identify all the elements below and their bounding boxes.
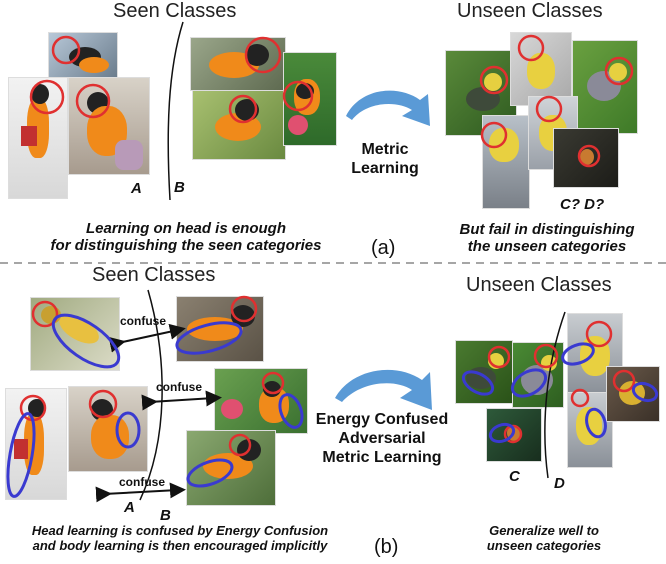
boundary-a	[167, 21, 184, 201]
metric-arrow-a	[346, 90, 430, 126]
head-circle	[612, 369, 636, 393]
head-circle	[88, 389, 118, 419]
body-ellipse	[115, 411, 141, 449]
body-ellipse	[585, 407, 607, 439]
head-circle	[533, 343, 559, 369]
sub-label-b: (b)	[374, 536, 399, 558]
metric-arrow-b	[335, 369, 432, 410]
label-b: B	[174, 179, 185, 196]
photo-seen-b4	[68, 386, 148, 472]
body-ellipse	[6, 412, 36, 498]
head-circle	[261, 371, 285, 395]
head-circle	[487, 345, 511, 369]
photo-seen-b3	[5, 388, 67, 500]
body-ellipse	[631, 381, 659, 403]
ecaml-label: Energy Confused Adversarial Metric Learn…	[315, 411, 449, 466]
head-circle	[535, 95, 563, 123]
confuse-arrow-3	[95, 482, 186, 503]
photo-oriole-a2	[8, 77, 68, 199]
label-c: C	[509, 468, 520, 485]
head-circle	[29, 79, 65, 115]
head-circle	[479, 65, 509, 95]
confuse-arrow-2	[141, 390, 222, 411]
photo-unseen-a3	[572, 40, 638, 134]
label-a: A	[131, 180, 142, 197]
head-circle	[75, 83, 111, 119]
label-d: D	[554, 475, 565, 492]
photo-oriole-b3	[283, 52, 337, 146]
head-circle	[244, 36, 282, 74]
confuse-label-2: confuse	[156, 380, 203, 394]
confuse-arrow-1	[108, 323, 186, 353]
body-ellipse	[51, 313, 121, 369]
photo-oriole-b1	[190, 37, 286, 91]
boundary-unseen-b	[544, 311, 566, 479]
body-ellipse	[510, 368, 548, 398]
photo-seen-b2	[176, 296, 264, 362]
body-ellipse	[186, 458, 234, 488]
caption-a-right: But fail in distinguishing the unseen ca…	[459, 221, 635, 255]
body-ellipse	[488, 422, 516, 444]
caption-b-right: Generalize well to unseen categories	[486, 523, 602, 553]
head-circle	[570, 388, 590, 408]
metric-learning-label: Metric Learning	[351, 141, 419, 177]
head-circle	[604, 56, 634, 86]
head-circle	[480, 121, 508, 149]
sub-label-a: (a)	[371, 237, 396, 259]
head-circle	[585, 320, 613, 348]
caption-b-left: Head learning is confused by Energy Conf…	[31, 523, 329, 553]
panel-b-unseen-title: Unseen Classes	[466, 274, 612, 296]
head-circle	[577, 144, 601, 168]
panel-a-unseen-title: Unseen Classes	[457, 0, 603, 22]
photo-oriole-a1	[48, 32, 118, 80]
head-circle	[31, 300, 59, 328]
panel-b-seen-title: Seen Classes	[92, 264, 216, 286]
photo-unseen-a6	[553, 128, 619, 188]
label-b-b: B	[160, 507, 171, 524]
body-ellipse	[561, 342, 595, 366]
panel-a-seen-title: Seen Classes	[113, 0, 237, 22]
label-cd: C? D?	[560, 196, 605, 213]
body-ellipse	[278, 393, 304, 429]
label-b-a: A	[124, 499, 135, 516]
photo-oriole-a3	[68, 77, 150, 175]
head-circle	[228, 433, 252, 457]
head-circle	[282, 80, 314, 112]
body-ellipse	[461, 370, 495, 396]
head-circle	[51, 35, 81, 65]
body-ellipse	[175, 321, 243, 355]
head-circle	[517, 34, 545, 62]
caption-a-left: Learning on head is enough for distingui…	[50, 220, 322, 254]
head-circle	[230, 295, 258, 323]
confuse-label-3: confuse	[119, 475, 166, 489]
head-circle	[228, 94, 258, 124]
confuse-label-1: confuse	[120, 314, 167, 328]
